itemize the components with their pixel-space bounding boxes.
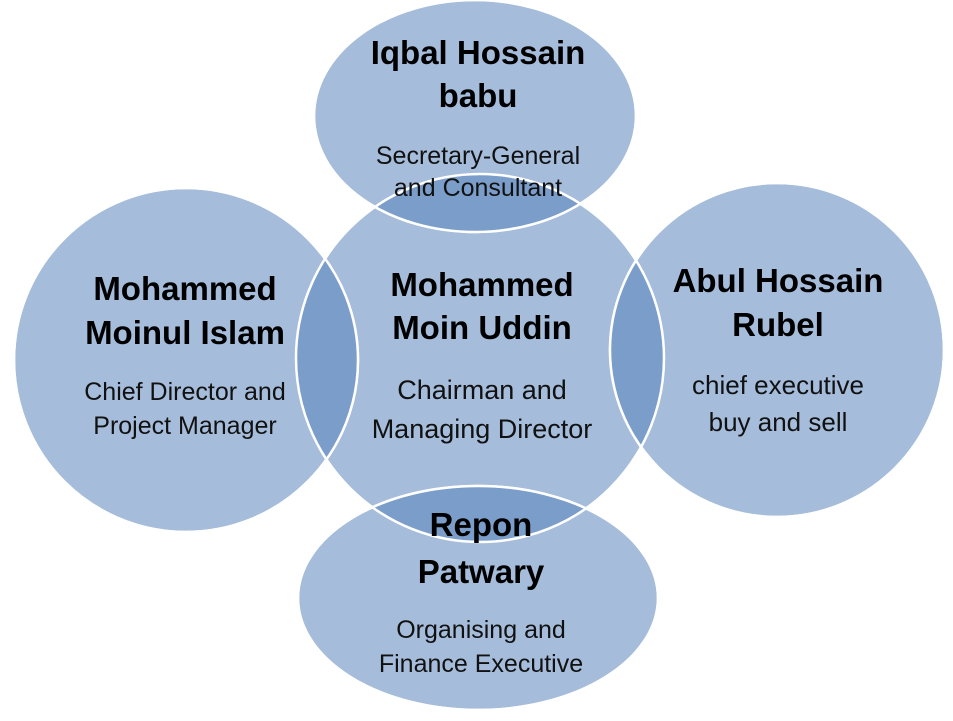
node-bottom: Repon Patwary Organising and Finance Exe… [379, 506, 583, 678]
node-right-role-line-2: buy and sell [709, 407, 848, 437]
node-right-name-line-1: Abul Hossain [673, 262, 884, 299]
node-bottom-name-line-2: Patwary [418, 553, 545, 590]
node-right: Abul Hossain Rubel chief executive buy a… [673, 262, 884, 437]
node-left-role-line-1: Chief Director and [84, 378, 285, 406]
node-left-name-line-1: Mohammed [93, 270, 276, 307]
node-left-role-line-2: Project Manager [93, 412, 276, 440]
node-center-name-line-1: Mohammed [390, 266, 573, 303]
node-right-role-line-1: chief executive [692, 370, 864, 400]
node-top-name-line-1: Iqbal Hossain [371, 34, 586, 71]
circle-outlines [12, 0, 946, 712]
node-bottom-name-line-1: Repon [430, 506, 533, 543]
node-top-role-line-2: and Consultant [394, 174, 562, 202]
node-right-name-line-2: Rubel [732, 306, 824, 343]
node-bottom-role-line-2: Finance Executive [379, 650, 583, 678]
node-center-role-line-2: Managing Director [372, 414, 593, 444]
node-top-name-line-2: babu [439, 77, 518, 114]
node-center-name-line-2: Moin Uddin [392, 309, 572, 346]
node-center-role-line-1: Chairman and [397, 375, 567, 405]
node-bottom-role-line-1: Organising and [396, 616, 566, 644]
node-top: Iqbal Hossain babu Secretary-General and… [371, 34, 586, 202]
node-left-name-line-2: Moinul Islam [85, 314, 285, 351]
node-top-role-line-1: Secretary-General [376, 142, 580, 170]
node-left: Mohammed Moinul Islam Chief Director and… [84, 270, 285, 440]
node-center: Mohammed Moin Uddin Chairman and Managin… [372, 266, 593, 444]
